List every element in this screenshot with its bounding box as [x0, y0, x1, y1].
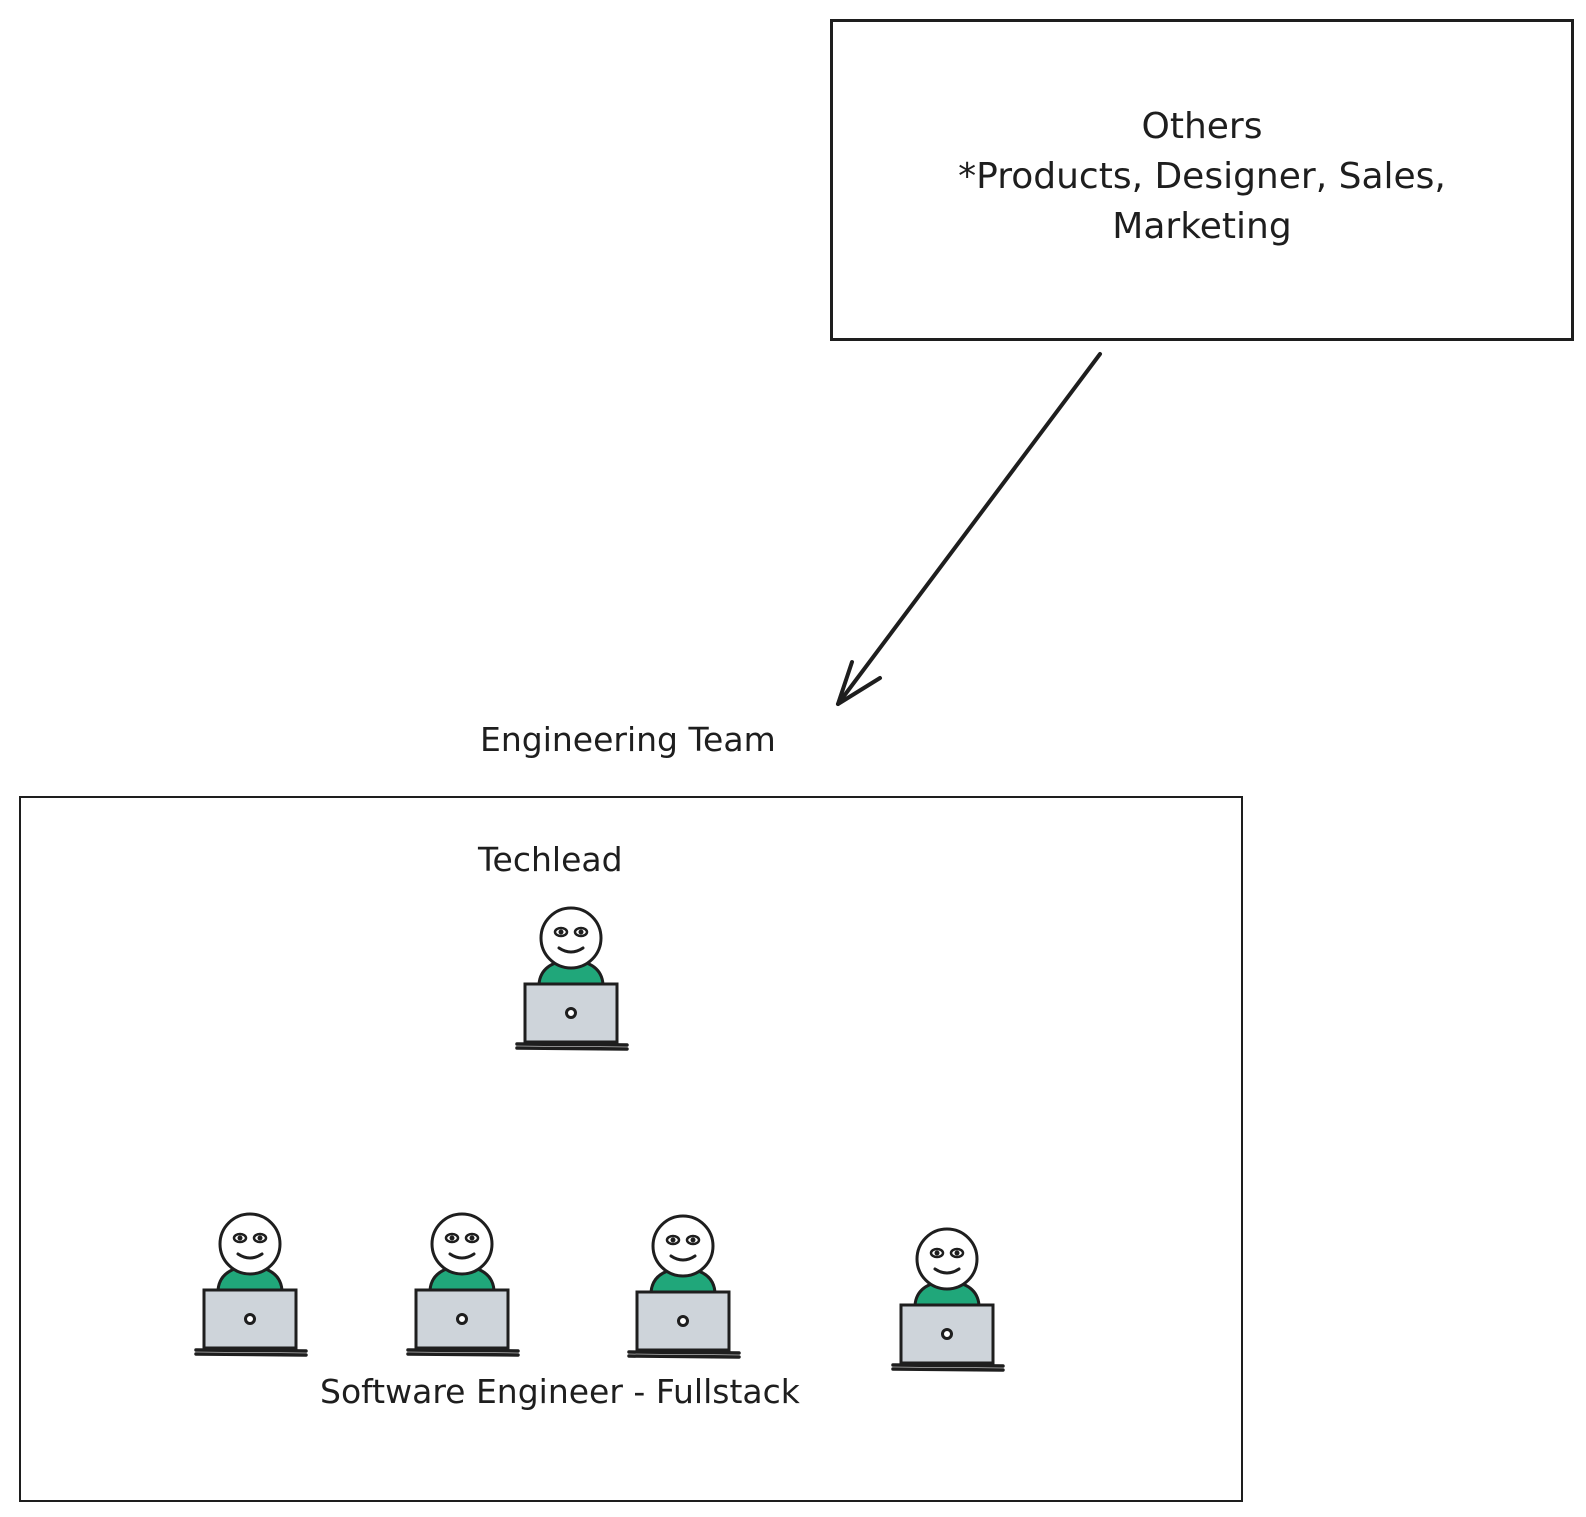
engineer-person-icon-2 — [406, 1212, 520, 1357]
others-roles-line1: *Products, Designer, Sales, — [958, 156, 1446, 197]
engineering-team-box — [19, 796, 1243, 1502]
others-box — [830, 19, 1574, 341]
others-title: Others — [1141, 106, 1263, 147]
others-roles-line2: Marketing — [1112, 206, 1292, 247]
arrow-head — [836, 660, 882, 706]
techlead-person-icon — [515, 906, 629, 1051]
engineer-person-icon-3 — [627, 1214, 741, 1359]
techlead-label: Techlead — [478, 840, 623, 879]
arrow-others-to-team — [836, 352, 1102, 706]
software-engineer-label: Software Engineer - Fullstack — [320, 1372, 800, 1411]
arrow-shaft — [836, 352, 1102, 706]
others-text: Others *Products, Designer, Sales, Marke… — [830, 102, 1574, 252]
engineer-person-icon-4 — [891, 1227, 1005, 1372]
engineer-person-icon-1 — [194, 1212, 308, 1357]
engineering-team-label: Engineering Team — [480, 720, 776, 759]
